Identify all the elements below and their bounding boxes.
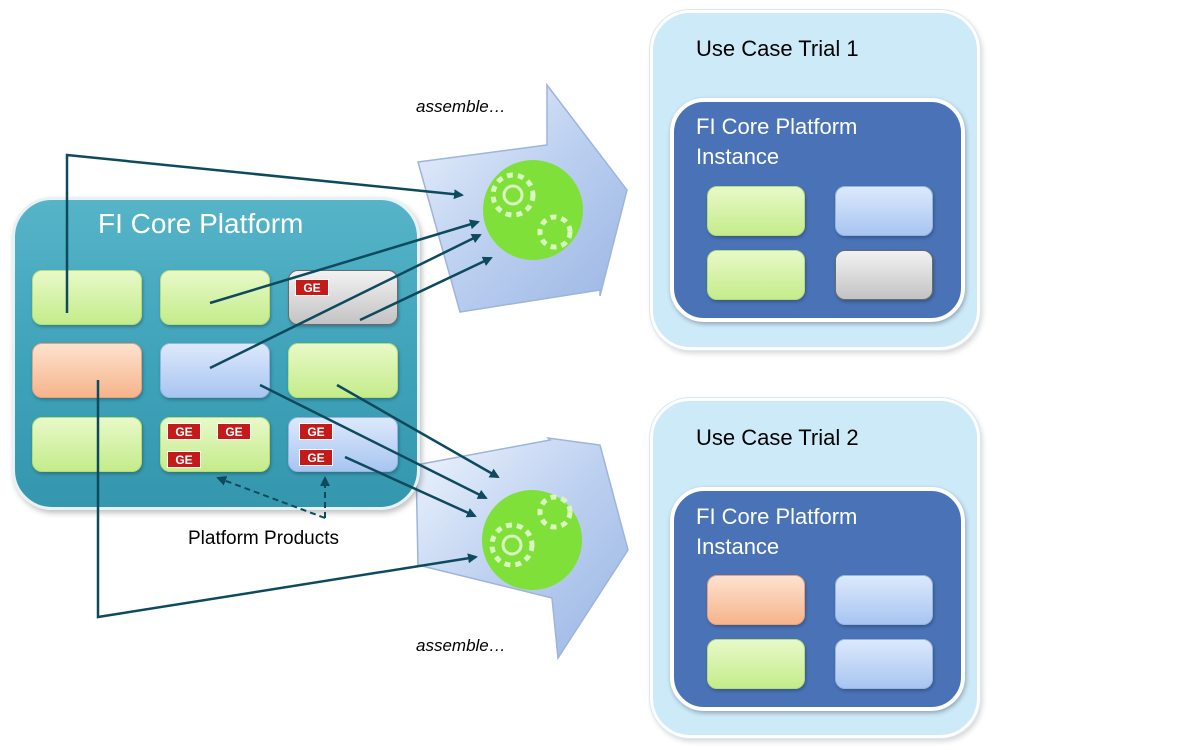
instance-component-block xyxy=(707,575,805,625)
platform-component-block xyxy=(160,270,270,325)
platform-products-label: Platform Products xyxy=(188,528,339,549)
instance-title-line: FI Core Platform xyxy=(696,504,858,529)
gear-icon xyxy=(483,160,583,260)
ge-badge: GE xyxy=(217,423,251,440)
instance-component-block xyxy=(707,186,805,236)
trial-title: Use Case Trial 2 xyxy=(696,425,859,450)
connector-arrow xyxy=(344,455,477,518)
ge-badge: GE xyxy=(167,423,201,440)
platform-component-block: GE xyxy=(288,270,398,325)
instance-component-block xyxy=(835,250,933,300)
connector-arrow xyxy=(65,153,464,313)
platform-component-block: GE GE GE xyxy=(160,417,270,472)
platform-component-block xyxy=(32,417,142,472)
connector-arrow xyxy=(209,219,480,305)
instance-title-line: Instance xyxy=(696,144,780,169)
gear-icon xyxy=(482,490,582,590)
instance-title: FI Core Platform Instance xyxy=(696,502,916,562)
ge-badge: GE xyxy=(299,449,333,466)
instance-component-block xyxy=(707,250,805,300)
platform-component-block xyxy=(32,270,142,325)
platform-component-block xyxy=(160,343,270,398)
instance-component-block xyxy=(707,639,805,689)
instance-title-line: Instance xyxy=(696,534,780,559)
ge-badge: GE xyxy=(295,279,329,296)
connector-arrow xyxy=(96,380,478,619)
connector-arrow xyxy=(336,383,500,479)
platform-title: FI Core Platform xyxy=(98,208,304,239)
ge-badge: GE xyxy=(167,451,201,468)
trial-title: Use Case Trial 1 xyxy=(696,36,859,61)
instance-title: FI Core Platform Instance xyxy=(696,112,916,172)
platform-component-block xyxy=(32,343,142,398)
connector-arrow xyxy=(359,256,493,322)
connector-arrow xyxy=(209,233,482,370)
instance-component-block xyxy=(835,186,933,236)
instance-title-line: FI Core Platform xyxy=(696,114,858,139)
assemble-label-bottom: assemble… xyxy=(416,636,506,655)
instance-component-block xyxy=(835,639,933,689)
platform-products-pointer xyxy=(216,476,326,519)
ge-badge: GE xyxy=(299,423,333,440)
instance-component-block xyxy=(835,575,933,625)
assemble-label-top: assemble… xyxy=(416,97,506,116)
connector-arrow xyxy=(259,383,488,500)
